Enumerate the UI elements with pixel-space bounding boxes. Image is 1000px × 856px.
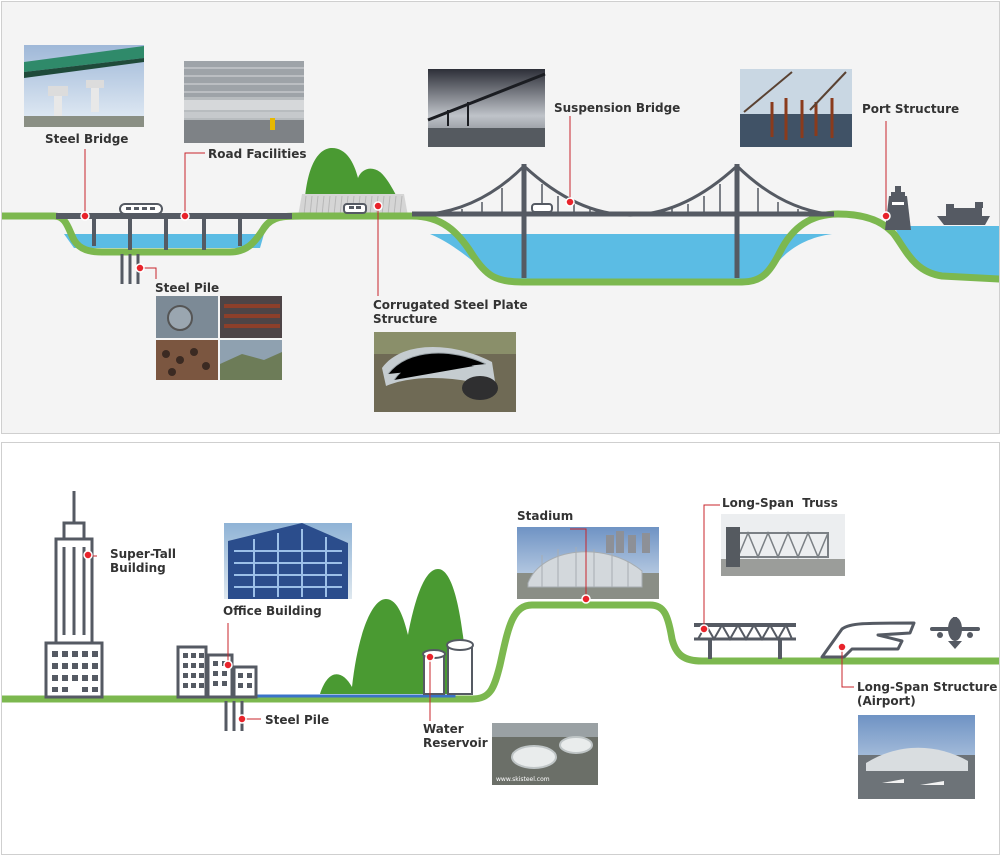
suspension-bridge-photo <box>427 69 546 147</box>
steel-bridge-photo <box>24 45 144 127</box>
steel-pile-label: Steel Pile <box>265 713 329 727</box>
road-facilities-photo <box>184 61 304 143</box>
long-span-truss-photo <box>721 514 845 576</box>
steel-pile-marker <box>237 714 247 724</box>
airport-photo <box>858 715 975 799</box>
super-tall-label-line1: Super-Tall <box>110 547 176 561</box>
airport-marker <box>837 642 847 652</box>
airport-label-line2: (Airport) <box>857 694 916 708</box>
ground-line <box>2 601 999 703</box>
leader-lines <box>84 116 887 296</box>
leader-lines <box>90 504 854 721</box>
ground-line <box>2 210 999 286</box>
corrugated-steel-photo <box>374 332 516 412</box>
stadium-photo <box>517 527 659 599</box>
steel-bridge-deck <box>56 213 292 250</box>
bottom-diagram-canvas: www.skisteel.com <box>2 491 999 799</box>
office-building-icon <box>176 645 258 699</box>
stadium-marker <box>581 594 591 604</box>
port-structure-photo <box>740 69 852 147</box>
top-diagram-canvas: Steel Bridge Road Facilities Steel Pile … <box>2 45 999 412</box>
car-icon <box>531 203 553 213</box>
ship-icon <box>937 202 990 225</box>
top-infrastructure-panel: Steel Bridge Road Facilities Steel Pile … <box>1 1 1000 434</box>
port-structure-marker <box>881 211 891 221</box>
reservoir-tank-icon <box>422 639 474 695</box>
bottom-infrastructure-panel: www.skisteel.com <box>1 442 1000 855</box>
steel-bridge-label: Steel Bridge <box>45 132 128 146</box>
water-reservoir-label-line2: Reservoir <box>423 736 488 750</box>
location-markers <box>83 550 847 724</box>
water-reservoir-label-line1: Water <box>423 722 464 736</box>
lighthouse-icon <box>885 186 911 230</box>
car-icon <box>343 203 367 214</box>
office-building-marker <box>223 660 233 670</box>
terminal-icon <box>820 621 916 659</box>
long-span-truss-label: Long-Span Truss <box>722 496 838 510</box>
steel-pile-label: Steel Pile <box>155 281 219 295</box>
skyscraper-icon <box>44 491 104 699</box>
steel-bridge-marker <box>80 211 90 221</box>
suspension-bridge-label: Suspension Bridge <box>554 101 680 115</box>
reservoir-photo-caption: www.skisteel.com <box>496 776 550 783</box>
water-reservoir-marker <box>425 652 435 662</box>
stadium-label: Stadium <box>517 509 573 523</box>
suspension-bridge-icon <box>412 164 834 278</box>
office-building-label: Office Building <box>223 604 322 618</box>
bay-water <box>430 234 832 284</box>
long-span-truss-marker <box>699 624 709 634</box>
corrugated-label-line1: Corrugated Steel Plate <box>373 298 528 312</box>
port-structure-label: Port Structure <box>862 102 959 116</box>
airport-label-line1: Long-Span Structure <box>857 680 997 694</box>
road-facilities-marker <box>180 211 190 221</box>
super-tall-marker <box>83 550 93 560</box>
steel-pile-photo <box>156 296 282 380</box>
steel-pile-marker <box>135 263 145 273</box>
water-reservoir-photo: www.skisteel.com <box>492 723 598 785</box>
airplane-icon <box>930 617 980 649</box>
location-markers <box>80 197 891 273</box>
super-tall-label-line2: Building <box>110 561 166 575</box>
corrugated-label-line2: Structure <box>373 312 437 326</box>
corrugated-marker <box>373 201 383 211</box>
office-building-photo <box>224 523 352 599</box>
suspension-bridge-marker <box>565 197 575 207</box>
road-facilities-label: Road Facilities <box>208 147 307 161</box>
train-icon <box>119 203 163 215</box>
truss-icon <box>694 622 796 659</box>
